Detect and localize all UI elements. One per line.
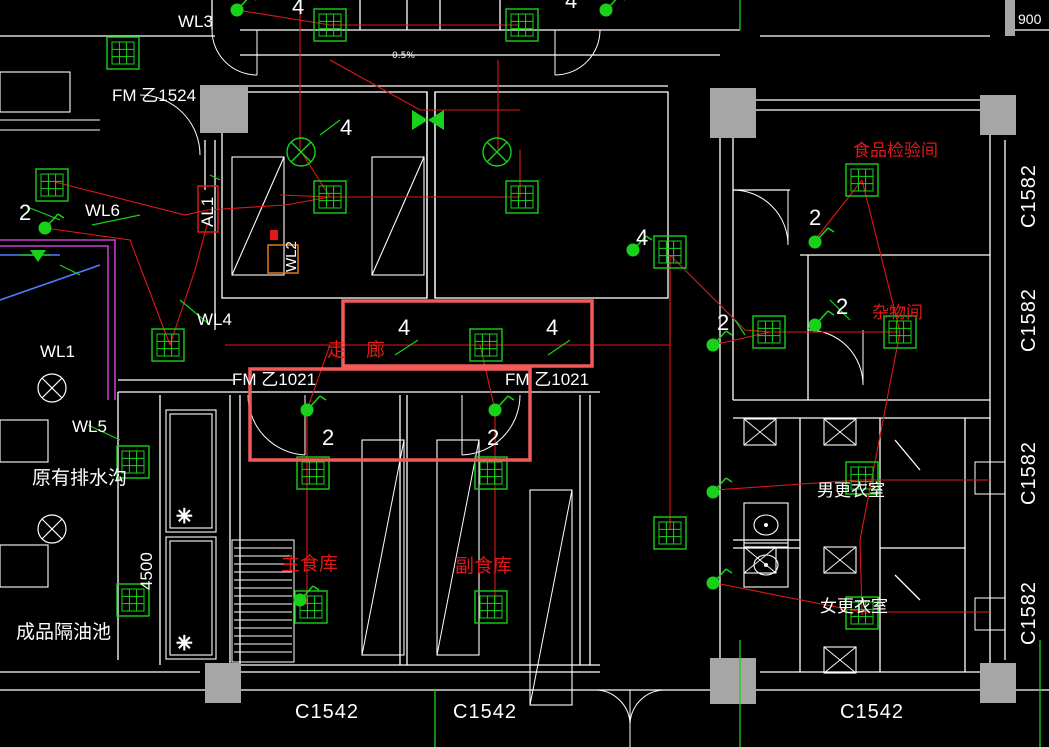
label-c1582: C1582 [1018, 288, 1040, 352]
circuit-labels: WL3 WL6 WL4 WL1 WL5 FM 乙1524 FM 乙1021 FM… [40, 12, 589, 436]
panel-al1: AL1 [197, 185, 219, 233]
label-slope: 0.5% [392, 51, 415, 61]
count-label: 2 [809, 205, 821, 230]
label-corridor-b: 廊 [366, 339, 385, 361]
room-labels: 原有排水沟 成品隔油池 男更衣室 女更衣室 食品检验间 杂物间 走 廊 主食库 … [16, 141, 938, 643]
cold-cabinets [231, 156, 425, 276]
label-c1542: C1542 [453, 701, 517, 723]
count-label: 2 [836, 294, 848, 319]
stair-hatch [234, 547, 292, 653]
count-label: 2 [487, 425, 499, 450]
highlight-boxes [248, 299, 594, 462]
label-c1582: C1582 [1018, 581, 1040, 645]
label-wl1: WL1 [40, 342, 75, 361]
label-sub-store: 副食库 [455, 555, 512, 577]
highlight-corridor [341, 299, 594, 368]
count-label: 4 [340, 115, 352, 140]
count-label: 4 [546, 315, 558, 340]
leader-ticks [29, 119, 851, 441]
label-dim-4500: 4500 [137, 552, 156, 590]
label-wl6: WL6 [85, 201, 120, 220]
count-label: 2 [717, 310, 729, 335]
count-label: 4 [636, 225, 648, 250]
label-c1582: C1582 [1018, 164, 1040, 228]
wall-lamp-icon [20, 110, 444, 262]
highlight-doors [248, 367, 532, 462]
wl2-box: WL2 [267, 230, 300, 274]
label-main-store: 主食库 [281, 553, 338, 575]
walls [0, 0, 1049, 691]
count-label: 2 [322, 425, 334, 450]
count-label: 2 [19, 200, 31, 225]
door-swings [139, 29, 864, 747]
label-food-check: 食品检验间 [853, 141, 938, 161]
panel-al1-label: AL1 [198, 197, 217, 227]
label-men-locker: 男更衣室 [817, 481, 885, 501]
label-wl3: WL3 [178, 12, 213, 31]
locker-room-fixtures [743, 418, 1006, 674]
label-fm-z1524: FM 乙1524 [112, 86, 196, 105]
wiring [44, 0, 990, 616]
left-cabinets: ✳ ✳ [0, 71, 217, 660]
label-c1542: C1542 [840, 701, 904, 723]
duct [0, 239, 116, 400]
window-labels: C1582 C1582 C1582 C1582 C1542 C1542 C154… [137, 11, 1042, 723]
label-wl4: WL4 [197, 310, 232, 329]
wl2-label: WL2 [283, 241, 300, 272]
label-c1542: C1542 [295, 701, 359, 723]
label-corridor-a: 走 [327, 339, 346, 361]
label-c1582: C1582 [1018, 441, 1040, 505]
fixture-counts: 4 4 4 4 4 4 2 2 2 2 2 2 [19, 0, 848, 450]
columns [200, 0, 1016, 704]
svg-text:✳: ✳ [176, 631, 193, 655]
label-women-locker: 女更衣室 [820, 597, 888, 617]
label-wl5: WL5 [72, 417, 107, 436]
svg-text:✳: ✳ [176, 504, 193, 528]
label-dim-900: 900 [1018, 11, 1042, 27]
label-fm-z1021-b: FM 乙1021 [505, 370, 589, 389]
label-fm-z1021-a: FM 乙1021 [232, 370, 316, 389]
label-misc-room: 杂物间 [872, 303, 923, 323]
count-label: 4 [565, 0, 577, 13]
count-label: 4 [398, 315, 410, 340]
count-label: 4 [292, 0, 304, 19]
label-existing-drain: 原有排水沟 [32, 467, 127, 489]
label-oil-separator: 成品隔油池 [16, 621, 111, 643]
green-risers [434, 0, 1041, 747]
